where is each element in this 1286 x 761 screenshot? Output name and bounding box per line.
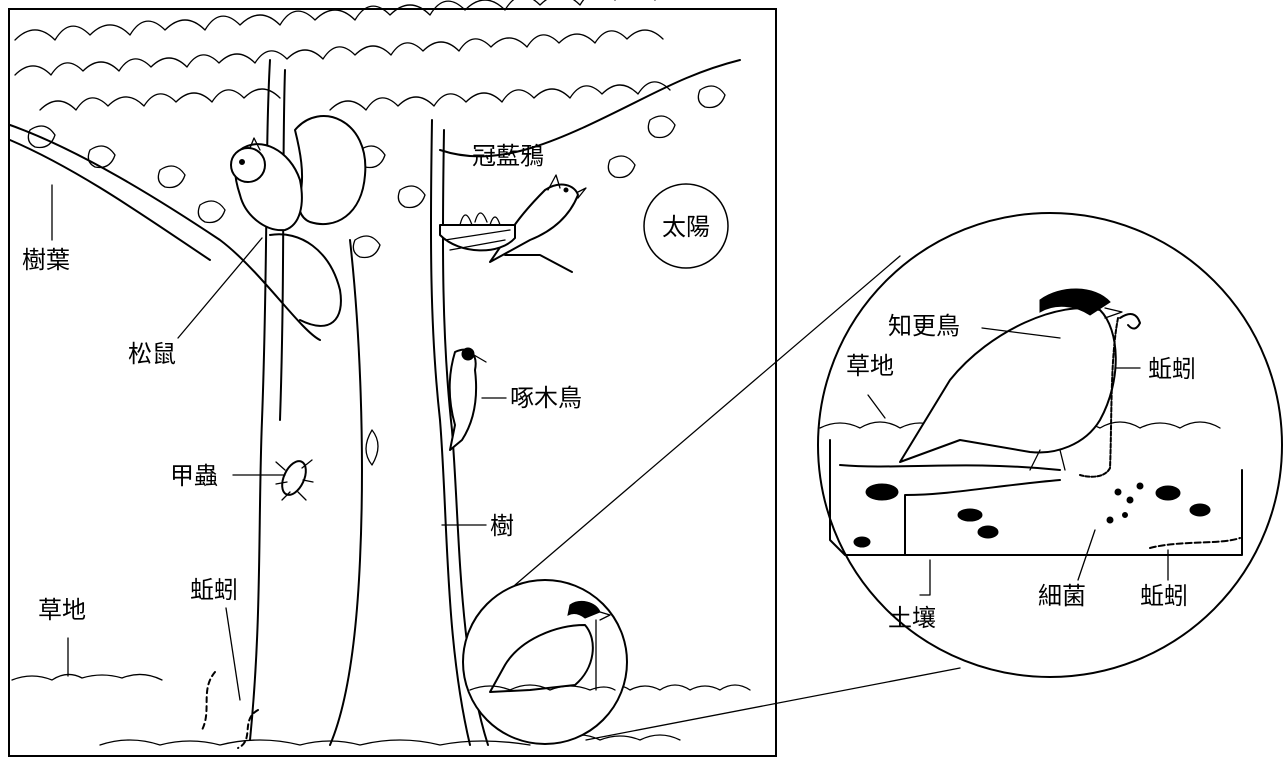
label-blue-jay: 冠藍鴉 [472, 142, 544, 170]
label-earthworm-inset-bottom: 蚯蚓 [1140, 582, 1188, 610]
canopy-leaves [14, 0, 726, 259]
label-leader-lines [51, 184, 1169, 701]
earthworm-left-illustration [201, 671, 259, 749]
label-grass-inset: 草地 [846, 352, 894, 380]
label-beetle: 甲蟲 [170, 462, 218, 490]
robin-large-illustration [899, 288, 1141, 478]
label-bacteria: 細菌 [1038, 582, 1086, 610]
label-woodpecker: 啄木鳥 [510, 384, 582, 412]
main-frame [8, 8, 777, 757]
beetle-illustration [275, 459, 314, 501]
robin-small-circle [462, 579, 628, 745]
label-tree: 樹 [490, 512, 514, 540]
sun-badge [643, 183, 729, 269]
woodpecker-illustration [448, 347, 487, 451]
tree-trunk [9, 59, 741, 746]
label-sun: 太陽 [662, 213, 710, 241]
zoom-connector-lines [514, 255, 961, 741]
label-grass-left: 草地 [38, 596, 86, 624]
label-leaves: 樹葉 [22, 246, 70, 274]
squirrel-illustration [230, 115, 367, 232]
label-soil: 土壤 [888, 604, 936, 632]
label-squirrel: 松鼠 [128, 340, 176, 368]
label-robin: 知更鳥 [888, 312, 960, 340]
label-earthworm-inset-top: 蚯蚓 [1148, 355, 1196, 383]
label-earthworm-left: 蚯蚓 [190, 576, 238, 604]
blue-jay-illustration [489, 174, 587, 263]
nest-illustration [439, 212, 516, 252]
